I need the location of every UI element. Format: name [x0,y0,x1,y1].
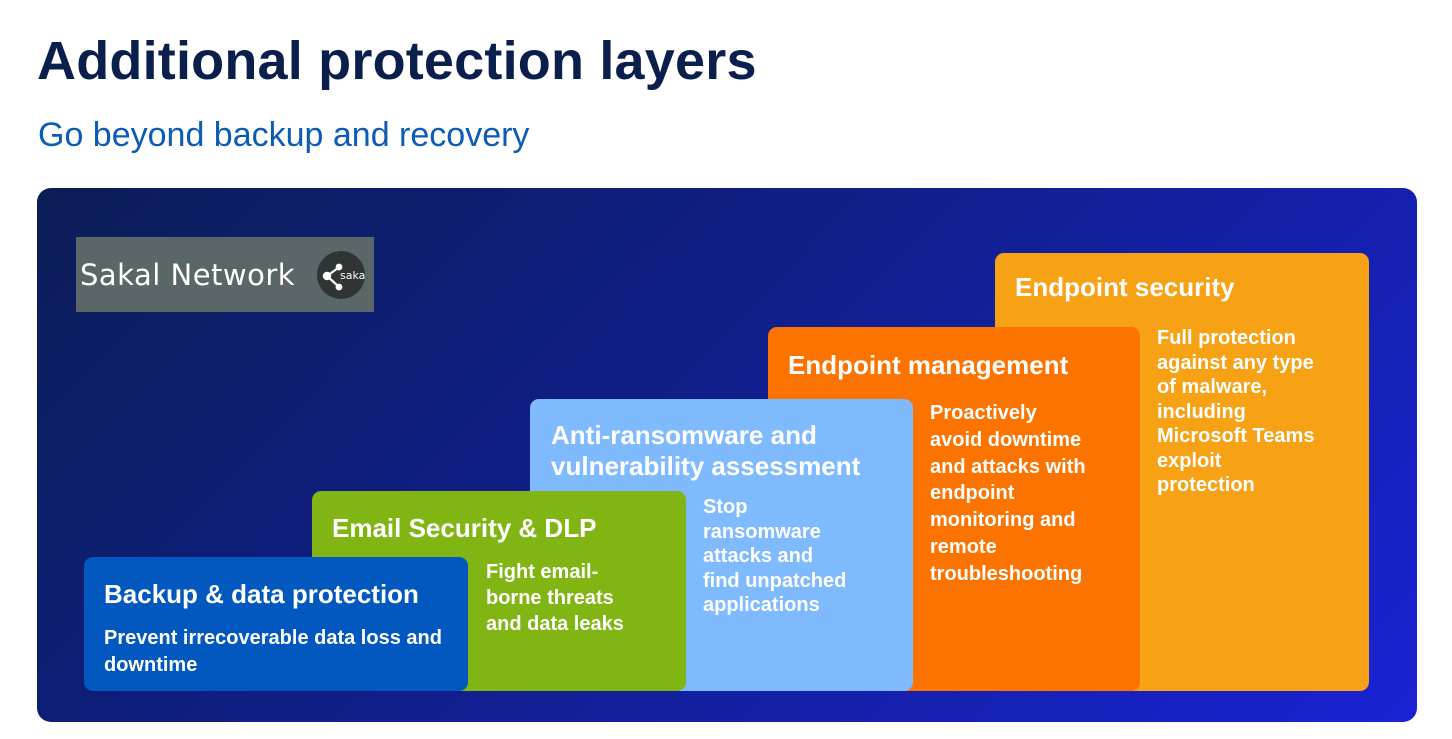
desc-line: Microsoft Teams [1157,425,1315,447]
page-title: Additional protection layers [37,31,757,91]
desc-line: find unpatched [703,569,847,592]
desc-line: and data leaks [486,613,624,635]
desc-line: Stop [703,496,748,518]
desc-line: Proactively [930,402,1037,424]
title-line: Anti-ransomware and [551,420,817,450]
layer-description: Full protection against any type of malw… [1157,326,1314,498]
desc-line: and attacks with [930,455,1086,478]
desc-line: including [1157,400,1246,423]
desc-line: attacks and [703,545,814,567]
layer-title: Endpoint management [788,350,1069,380]
layers-panel: Sakal Network sakal Endpoint security Fu… [37,188,1417,722]
desc-line: of malware, [1157,376,1268,398]
layer-description: Stop ransomware attacks and find unpatch… [703,495,846,618]
layer-title: Endpoint security [1015,272,1235,302]
layer-title: Anti-ransomware and vulnerability assess… [551,420,860,482]
desc-line: avoid downtime [930,428,1082,451]
desc-line: ransomware [703,520,821,543]
desc-line: Full protection [1157,327,1296,349]
layer-description: Fight email- borne threats and data leak… [486,559,624,637]
layer-backup-protection: Backup & data protection Prevent irrecov… [84,557,468,691]
desc-line: Fight email- [486,561,599,583]
logo-text: Sakal Network [80,257,296,292]
desc-line: remote [930,535,997,558]
desc-line: against any type [1157,351,1314,374]
layer-title: Backup & data protection [104,579,419,609]
desc-line: endpoint [930,482,1015,505]
desc-line: protection [1157,474,1255,496]
page-subtitle: Go beyond backup and recovery [38,116,530,154]
share-icon: sakal [317,251,366,299]
title-line: vulnerability assessment [551,451,861,481]
layer-description: Proactively avoid downtime and attacks w… [930,400,1086,588]
desc-line: monitoring and [930,509,1076,532]
logo-icon-label: sakal [340,269,366,282]
desc-line: applications [703,594,820,616]
desc-line: troubleshooting [930,562,1083,585]
sakal-network-logo: Sakal Network sakal [76,237,374,312]
layer-title: Email Security & DLP [332,513,597,543]
layer-description: Prevent irrecoverable data loss and down… [104,627,442,676]
desc-line: exploit [1157,449,1222,472]
desc-line: borne threats [486,587,614,609]
